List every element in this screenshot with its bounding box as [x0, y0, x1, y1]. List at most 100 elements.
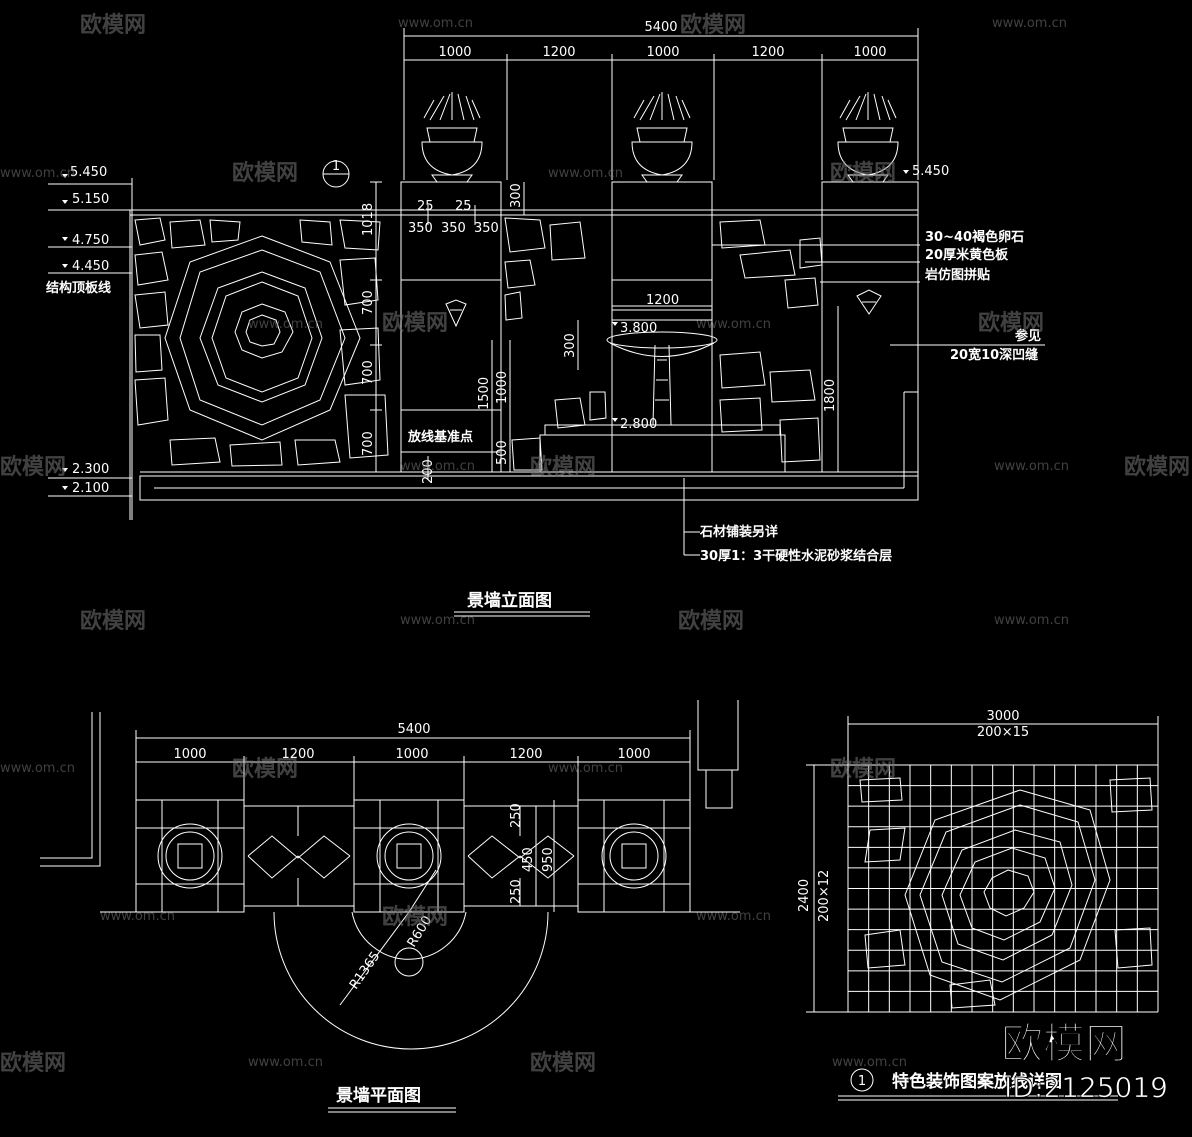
corner-id: ID:2125019 — [1004, 1071, 1168, 1104]
callout-pebble: 30~40褐色卵石 — [925, 229, 1024, 245]
stone-texture-left — [134, 217, 389, 467]
watermark-brand-7: 欧模网 — [0, 454, 66, 480]
detail-number: 1 — [858, 1074, 866, 1089]
watermark-brand-3: 欧模网 — [232, 160, 298, 186]
watermark-url-4: www.om.cn — [548, 166, 623, 181]
watermark-url-5: www.om.cn — [248, 317, 323, 332]
watermark-url-2: www.om.cn — [992, 16, 1067, 31]
plan-dim-250a: 250 — [509, 803, 524, 828]
plan-dim-250b: 250 — [509, 879, 524, 904]
level-2100: 2.100 — [72, 481, 109, 496]
watermark-brand-4: 欧模网 — [830, 160, 896, 186]
dim-350c: 350 — [474, 221, 499, 236]
level-4750: 4.750 — [72, 233, 109, 248]
watermark-url-10: www.om.cn — [994, 613, 1069, 628]
level-5150: 5.150 — [72, 192, 109, 207]
stone-texture-middle — [504, 217, 786, 473]
dim-300-top: 300 — [509, 183, 524, 208]
detail-height: 2400 — [797, 879, 812, 912]
elevation-drawing: 5400 1000 1200 1000 1200 1000 — [46, 20, 1045, 617]
watermark-brand-6: 欧模网 — [978, 310, 1044, 336]
callout-datum: 放线基准点 — [407, 429, 473, 445]
elevation-title: 景墙立面图 — [467, 590, 552, 611]
dim-700b: 700 — [361, 360, 376, 385]
watermark-url-3: www.om.cn — [0, 166, 75, 181]
dim-300-basin: 300 — [563, 333, 578, 358]
callout-paving: 石材铺装另详 — [699, 524, 778, 540]
watermark-url-13: www.om.cn — [100, 909, 175, 924]
watermark-url-7: www.om.cn — [400, 459, 475, 474]
watermark-brand-1: 欧模网 — [80, 12, 146, 38]
stone-texture-right — [719, 219, 823, 463]
watermark-url-15: www.om.cn — [248, 1055, 323, 1070]
watermark-brand-15: 欧模网 — [0, 1050, 66, 1076]
elev-seg-1: 1000 — [438, 45, 471, 60]
watermark-url-8: www.om.cn — [994, 459, 1069, 474]
detail-title: 特色装饰图案放线详图 — [892, 1071, 1062, 1092]
corner-brand-logo: 欧模网 — [1001, 1019, 1127, 1068]
wall-outline — [129, 181, 919, 520]
watermark-brand-5: 欧模网 — [382, 310, 448, 336]
watermark-url-11: www.om.cn — [0, 761, 75, 776]
dim-700c: 700 — [361, 431, 376, 456]
level-5450-left: 5.450 — [70, 165, 107, 180]
watermark-url-14: www.om.cn — [696, 909, 771, 924]
plan-seg-1: 1000 — [173, 747, 206, 762]
dim-500: 500 — [495, 440, 510, 465]
detail-pattern — [859, 777, 1153, 1009]
detail-number-circle — [850, 1068, 874, 1092]
detail-drawing: 3000 200×15 2400 200×12 1 特色装饰图案放线详图 — [797, 709, 1159, 1101]
dim-350b: 350 — [441, 221, 466, 236]
watermark-brand-8: 欧模网 — [530, 454, 596, 480]
watermark-url-1: www.om.cn — [398, 16, 473, 31]
detail-grid-x: 200×15 — [977, 725, 1029, 740]
watermark-brand-13: 欧模网 — [830, 756, 896, 782]
watermark-brand-16: 欧模网 — [530, 1050, 596, 1076]
detail-grid-y: 200×12 — [817, 870, 832, 922]
dim-1000: 1000 — [495, 371, 510, 404]
dim-350a: 350 — [408, 221, 433, 236]
elev-seg-2: 1200 — [542, 45, 575, 60]
callout-see: 参见 — [1015, 328, 1041, 344]
plan-title: 景墙平面图 — [336, 1085, 421, 1106]
elev-total-width: 5400 — [644, 20, 677, 35]
elev-seg-3: 1000 — [646, 45, 679, 60]
level-4450: 4.450 — [72, 259, 109, 274]
watermark-url-9: www.om.cn — [400, 613, 475, 628]
level-3800: 3.800 — [620, 321, 657, 336]
watermark-brand-2: 欧模网 — [680, 12, 746, 38]
plan-seg-5: 1000 — [617, 747, 650, 762]
level-2800: 2.800 — [620, 417, 657, 432]
dim-1800: 1800 — [823, 379, 838, 412]
dim-25b: 25 — [455, 199, 472, 214]
plan-wall — [40, 700, 740, 1050]
dim-1500: 1500 — [477, 377, 492, 410]
watermark-brand-14: 欧模网 — [382, 904, 448, 930]
callout-beige-slab: 20厚米黄色板 — [925, 247, 1009, 263]
plan-seg-4: 1200 — [509, 747, 542, 762]
plan-dim-450: 450 — [521, 847, 536, 872]
level-2300: 2.300 — [72, 462, 109, 477]
watermark-url-6: www.om.cn — [696, 317, 771, 332]
watermark-url-12: www.om.cn — [548, 761, 623, 776]
section-mark-number: 1 — [332, 159, 340, 174]
watermark-brand-9: 欧模网 — [1124, 454, 1190, 480]
elev-seg-4: 1200 — [751, 45, 784, 60]
urn-planters — [421, 92, 899, 183]
detail-width: 3000 — [986, 709, 1019, 724]
plan-seg-3: 1000 — [395, 747, 428, 762]
watermark-brand-11: 欧模网 — [678, 608, 744, 634]
watermark-brand-10: 欧模网 — [80, 608, 146, 634]
callout-groove: 20宽10深凹缝 — [950, 347, 1038, 363]
dim-700a: 700 — [361, 290, 376, 315]
dim-25a: 25 — [417, 199, 434, 214]
watermark-brand-12: 欧模网 — [232, 756, 298, 782]
wall-lamps — [445, 289, 882, 328]
structure-top-line-label: 结构顶板线 — [46, 280, 111, 296]
level-5450-right: 5.450 — [912, 164, 949, 179]
dim-200: 200 — [421, 459, 436, 484]
plan-seg-2: 1200 — [281, 747, 314, 762]
watermark-url-16: www.om.cn — [832, 1055, 907, 1070]
callout-mortar: 30厚1：3干硬性水泥砂浆结合层 — [700, 548, 892, 564]
